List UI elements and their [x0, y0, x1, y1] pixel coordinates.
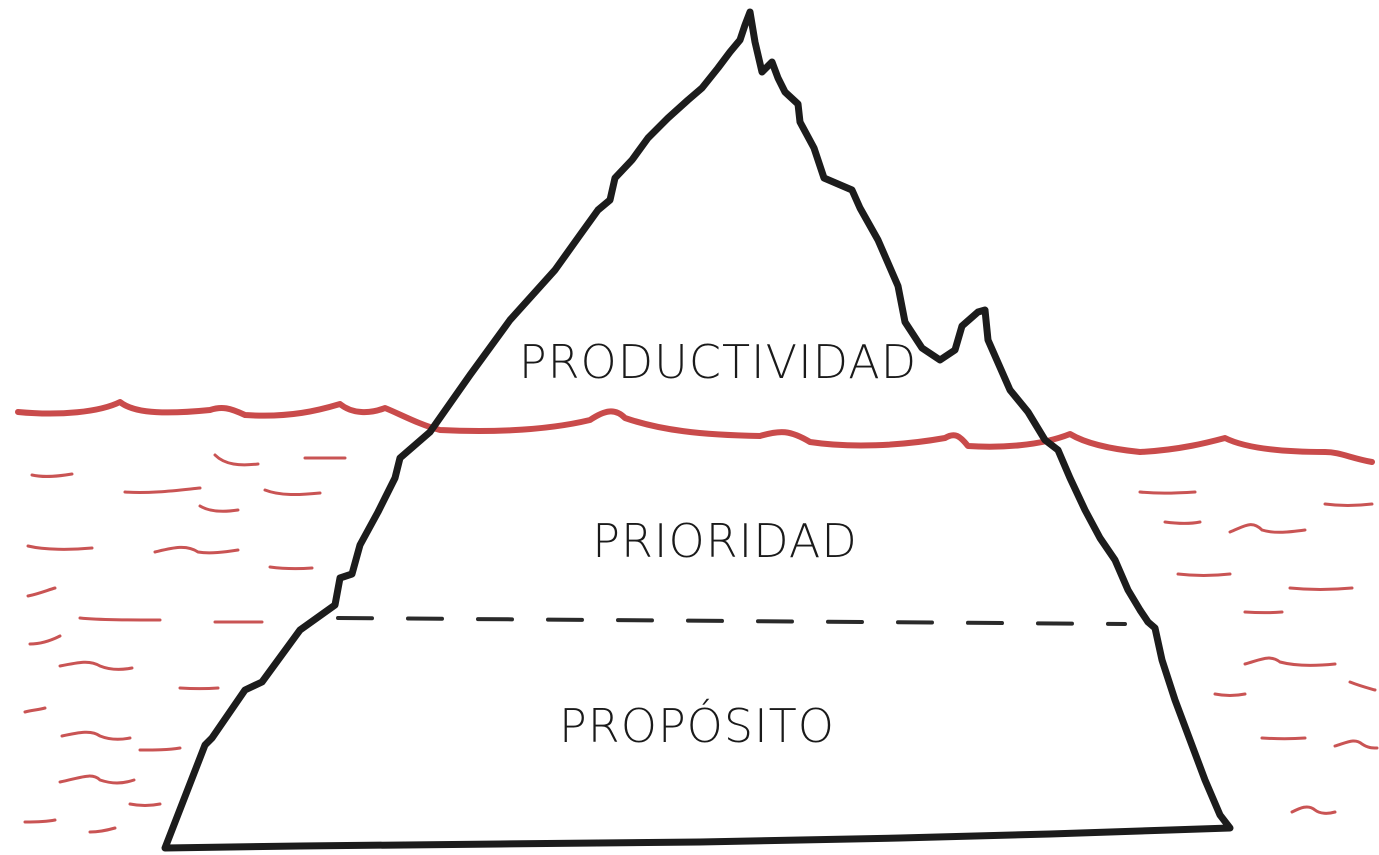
water-ripples-right	[1138, 490, 1379, 815]
water-ripples-left	[23, 453, 347, 834]
layer-divider-dashed	[336, 616, 1127, 626]
water-surface-line	[15, 399, 1375, 465]
layer-label-productividad: PRODUCTIVIDAD	[519, 335, 917, 389]
layer-label-proposito: PROPÓSITO	[559, 699, 835, 753]
layer-label-prioridad: PRIORIDAD	[592, 514, 858, 568]
iceberg-outline	[161, 8, 1234, 852]
